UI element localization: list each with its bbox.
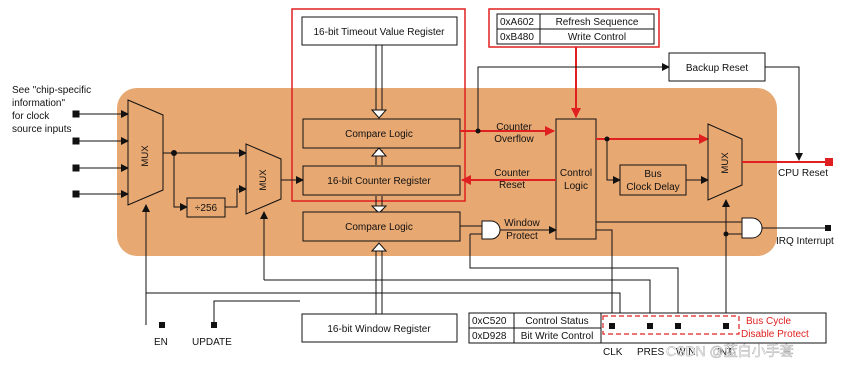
bus-cycle-protect-frame (602, 315, 740, 335)
en-pin (159, 322, 165, 328)
control-to-clk (596, 229, 613, 326)
counter-overflow-label-2: Overflow (494, 134, 534, 145)
control-logic-label-2: Logic (564, 181, 588, 192)
cpu-reset-label: CPU Reset (778, 168, 828, 179)
update-label: UPDATE (192, 337, 232, 348)
window-and-gate (481, 220, 501, 240)
backup-reset-label: Backup Reset (686, 63, 748, 74)
win-label: WIN (676, 347, 695, 358)
clock-inputs (72, 110, 129, 198)
bus-clock-delay-block (619, 164, 687, 196)
counter-highlight-frame (291, 8, 466, 202)
timeout-to-compare-bus (370, 45, 388, 119)
ctrl-addr-2: 0xD928 (472, 331, 507, 342)
counter-to-compare-bus (370, 147, 388, 165)
refresh-addr-1: 0xA602 (500, 17, 534, 28)
clock-note-line1: See "chip-specific (12, 85, 91, 96)
mux-right-label: MUX (720, 152, 731, 174)
mux-mid-select-line-2 (264, 279, 651, 326)
ctrl-label-2: Bit Write Control (521, 331, 594, 342)
refresh-highlight-frame (488, 8, 660, 48)
ctrl-label-1: Control Status (525, 316, 588, 327)
window-protect-label-2: Protect (506, 231, 538, 242)
window-register-label: 16-bit Window Register (327, 324, 431, 335)
counter-reset-label-1: Counter (494, 168, 530, 179)
pres-label: PRES (637, 347, 665, 358)
control-status-table: 0xC520 0xD928 Control Status Bit Write C… (468, 312, 602, 344)
int-label: INT (717, 347, 733, 358)
timeout-register (301, 16, 458, 46)
overflow-to-backup-line (477, 63, 670, 131)
mux-middle (245, 143, 282, 215)
div256-output (225, 185, 247, 208)
clk-label: CLK (603, 347, 623, 358)
counter-reset-label-2: Reset (499, 180, 525, 191)
window-to-compare-bus (370, 242, 388, 314)
bus-clock-delay-label-1: Bus (644, 169, 661, 180)
refresh-sequence-table: 0xA602 0xB480 Refresh Sequence Write Con… (496, 13, 655, 45)
ctrl-addr-1: 0xC520 (472, 316, 507, 327)
bus-cycle-label-2: Disable Protect (741, 329, 809, 340)
window-register (301, 313, 458, 343)
irq-label: IRQ Interrupt (776, 236, 834, 247)
refresh-addr-2: 0xB480 (500, 32, 534, 43)
irq-pin (825, 225, 831, 231)
compare-logic-bottom-label: Compare Logic (345, 222, 413, 233)
int-junction (723, 231, 729, 237)
mux-middle-label: MUX (258, 169, 269, 191)
mux-right (707, 123, 743, 201)
control-to-busdelay (606, 139, 621, 184)
counter-register-label: 16-bit Counter Register (327, 176, 431, 187)
clock-note-line4: source inputs (12, 124, 71, 135)
compare-logic-top-label: Compare Logic (345, 129, 413, 140)
control-bits-box (600, 312, 827, 344)
counter-overflow-label-1: Counter (496, 122, 532, 133)
window-protect-label-1: Window (504, 218, 540, 229)
bus-cycle-label-1: Bus Cycle (746, 316, 791, 327)
counter-to-compare-bottom-bus (370, 196, 388, 214)
update-line (213, 300, 300, 325)
en-label: EN (154, 337, 168, 348)
clock-note-line3: for clock (12, 111, 50, 122)
compare-logic-bottom (302, 211, 461, 242)
cpu-reset-pin (825, 158, 833, 166)
bus-clock-delay-label-2: Clock Delay (626, 182, 679, 193)
irq-and-gate (741, 217, 763, 239)
clock-note-line2: information" (12, 98, 65, 109)
compare-logic-top (302, 118, 461, 149)
backup-reset-output (765, 66, 803, 161)
refresh-label-2: Write Control (568, 32, 626, 43)
divide-256-label: ÷256 (195, 203, 218, 214)
control-bit-pins (609, 323, 729, 329)
win-line (469, 234, 679, 326)
mux-left-output (163, 149, 247, 211)
control-logic-block (555, 118, 597, 240)
update-pin (211, 322, 217, 328)
timeout-register-label: 16-bit Timeout Value Register (314, 27, 446, 38)
watermark: CSDN @蓝白小手套 (666, 343, 794, 359)
mux-left-label: MUX (140, 145, 151, 167)
control-logic-label-1: Control (560, 168, 592, 179)
en-line-2 (146, 292, 621, 314)
refresh-label-1: Refresh Sequence (556, 17, 639, 28)
